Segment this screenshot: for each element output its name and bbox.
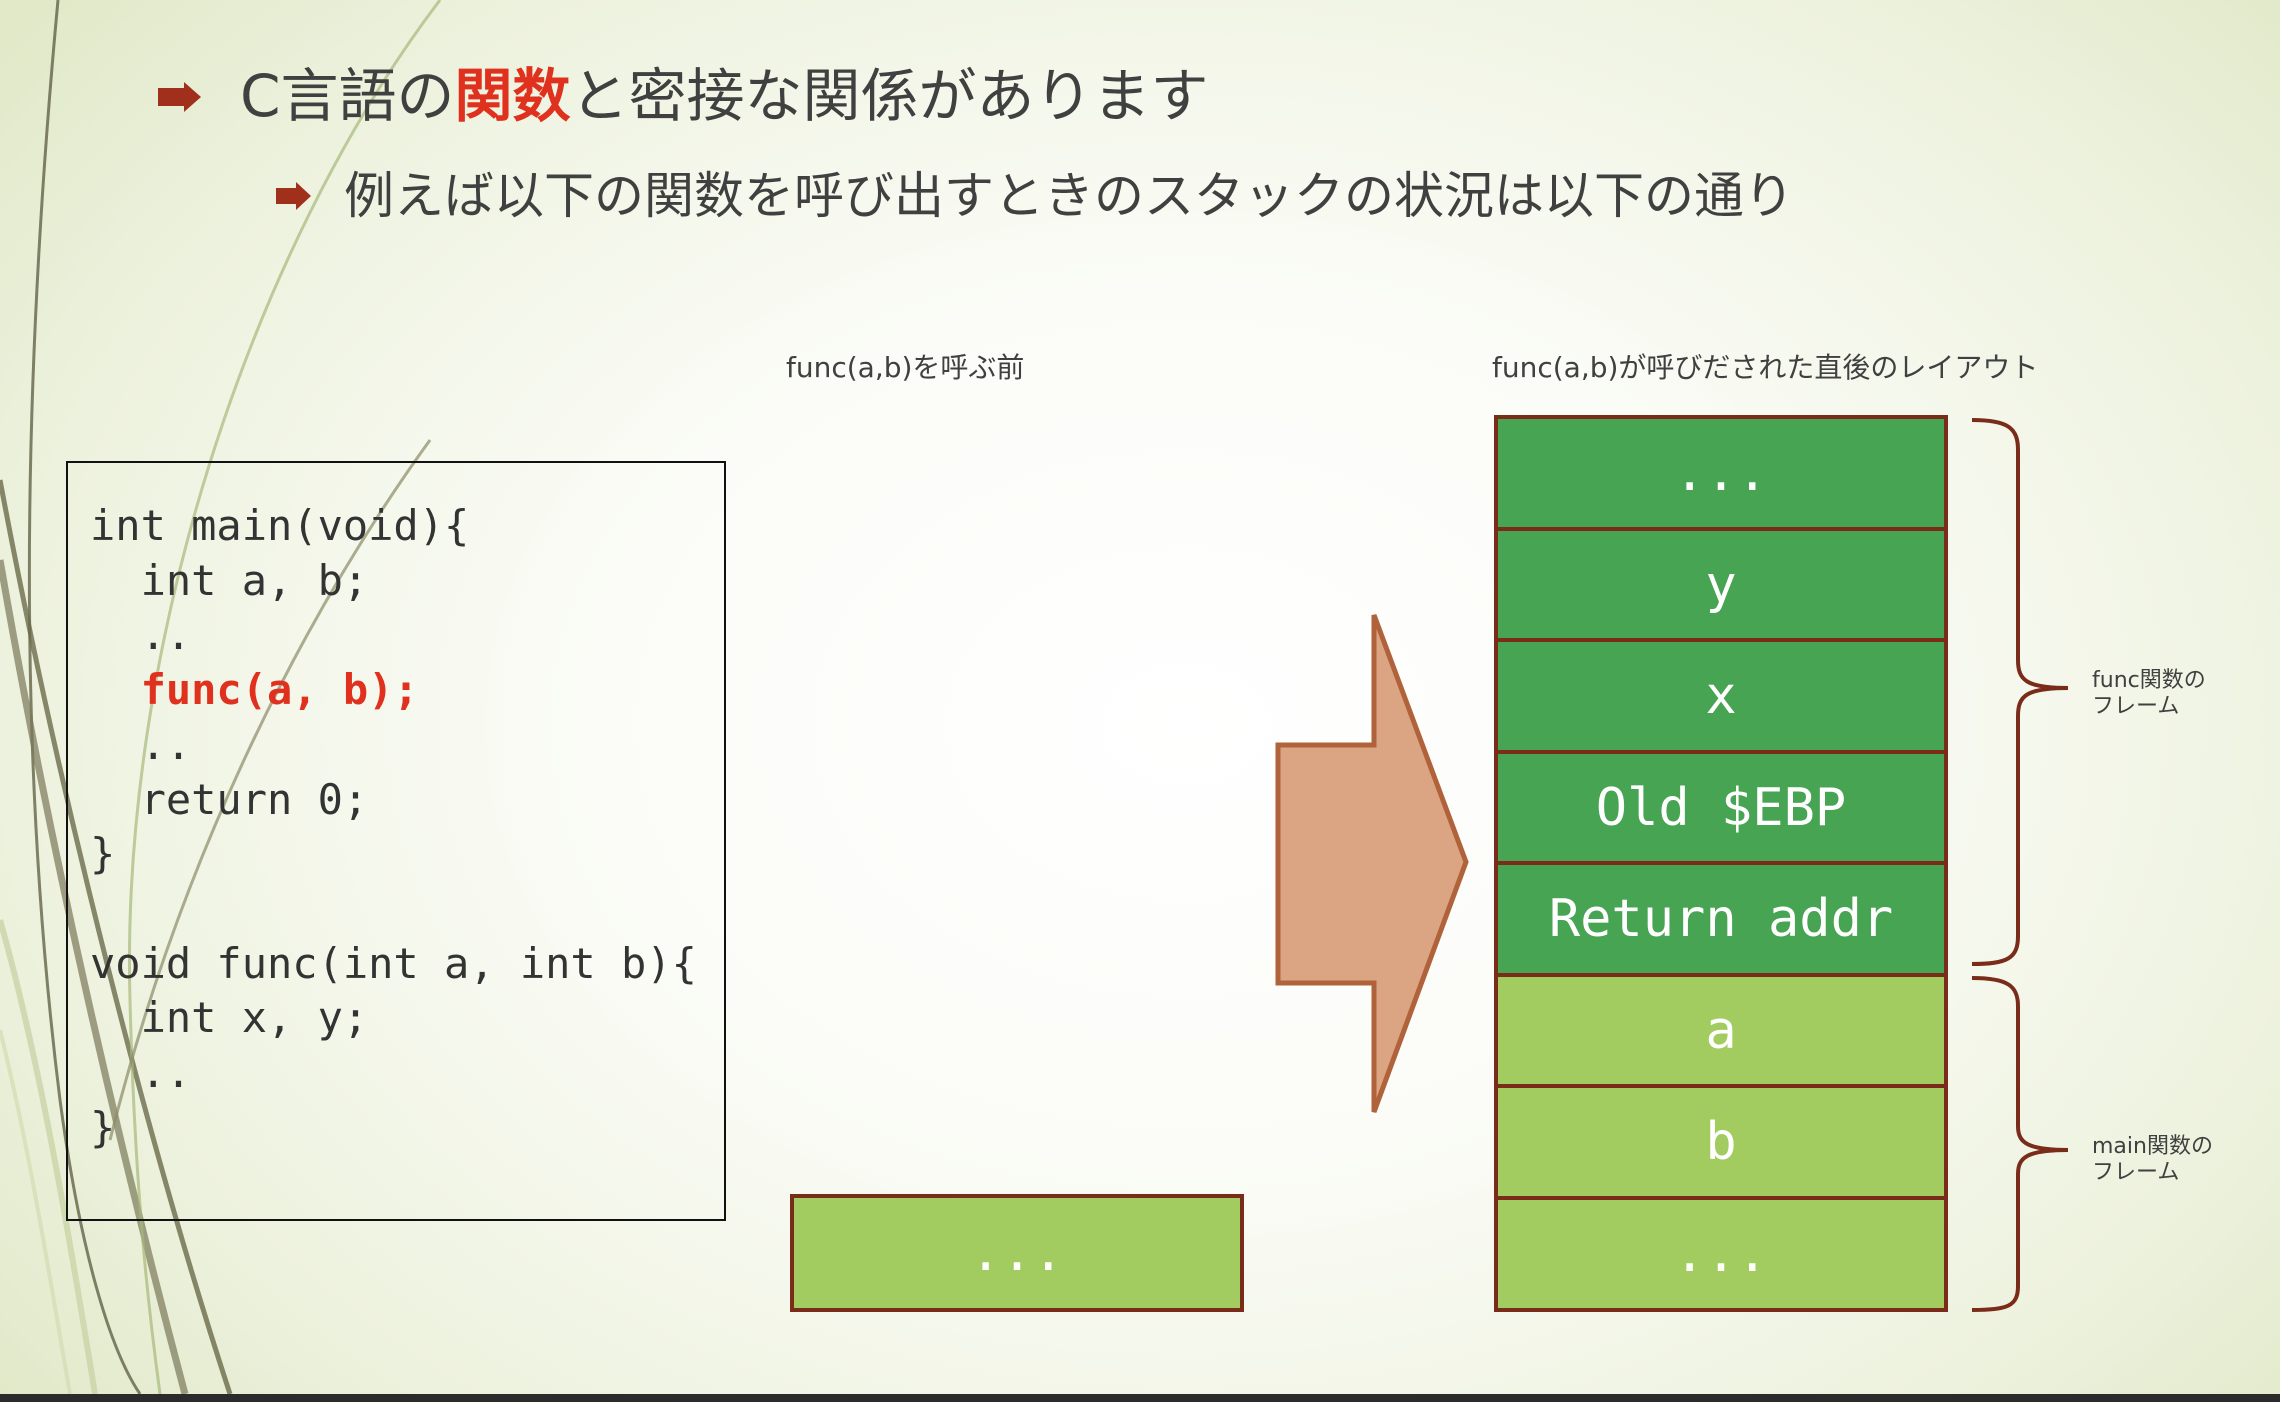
code-listing: int main(void){ int a, b; .. func(a, b);… [66,461,726,1221]
slide-bullet-sub: 例えば以下の関数を呼び出すときのスタックの状況は以下の通り [344,167,1794,225]
stack-cell: ... [1494,1196,1948,1312]
code-line: return 0; [90,774,369,824]
main-frame-brace [1971,976,2069,1312]
bottom-bar [0,1394,2280,1402]
code-line: } [90,829,116,879]
func-frame-label: func関数の フレーム [2092,668,2206,719]
code-line: .. [90,719,192,769]
slide-bullet-main: C言語の関数と密接な関係があります [240,62,1209,130]
caption-after-call: func(a,b)が呼びだされた直後のレイアウト [1492,351,2039,384]
stack-cell: Old $EBP [1494,750,1948,866]
code-line: int a, b; [90,555,369,605]
code-line: void func(int a, int b){ [90,938,697,988]
code-line: func(a, b); [90,665,419,715]
stack-cell: a [1494,973,1948,1089]
main-frame-label: main関数の フレーム [2092,1134,2213,1185]
code-line: .. [90,1048,192,1097]
func-frame-brace [1971,418,2069,966]
code-line: } [90,1102,116,1152]
highlight-keyword: 関数 [454,62,571,130]
stack-cell: Return addr [1494,861,1948,977]
stack-before-cell: ... [790,1194,1244,1312]
code-line: int main(void){ [90,501,470,550]
caption-before-call: func(a,b)を呼ぶ前 [786,351,1025,384]
code-line: int x, y; [90,993,369,1043]
code-line: .. [90,610,192,660]
